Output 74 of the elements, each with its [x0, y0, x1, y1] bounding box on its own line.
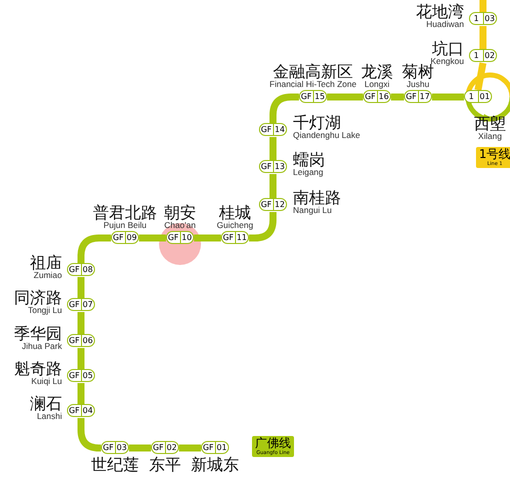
- station-code-badge: GF 01: [201, 441, 229, 454]
- station-code-badge: GF 10: [166, 231, 194, 244]
- station-name: 朝安: [164, 204, 196, 221]
- station-code-badge: GF 05: [67, 369, 95, 382]
- station-name: 花地湾: [416, 3, 464, 20]
- station-code-badge: GF 04: [67, 404, 95, 417]
- station-code-badge: 1 03: [469, 12, 497, 25]
- station-name: Longxi: [364, 80, 390, 89]
- metro-line: [129, 444, 151, 452]
- metro-line: [78, 277, 84, 298]
- station-name: 新城东: [191, 456, 239, 473]
- station-name: Zumiao: [34, 271, 62, 280]
- station-name: Tongji Lu: [28, 306, 62, 315]
- station-code-badge: 1 01: [464, 90, 492, 103]
- station-code-badge: GF 16: [363, 90, 391, 103]
- station-code-badge: GF 14: [259, 123, 287, 136]
- station-code-badge: GF 15: [299, 90, 327, 103]
- metro-line: [432, 94, 464, 100]
- station-code-badge: GF 09: [111, 231, 139, 244]
- station-name: Pujun Beilu: [103, 221, 146, 230]
- station-name: Leigang: [293, 168, 324, 177]
- station-name: 桂城: [219, 204, 251, 221]
- station-name: Huadiwan: [426, 20, 464, 29]
- station-name: Kengkou: [430, 57, 464, 66]
- station-name: Qiandenghu Lake: [293, 131, 360, 140]
- station-code-badge: GF 11: [221, 231, 249, 244]
- station-name: 祖庙: [30, 254, 62, 271]
- station-name: Guicheng: [216, 221, 254, 230]
- metro-line: [270, 174, 276, 198]
- station-name: 西塱: [474, 115, 506, 132]
- station-name: 蠕岗: [293, 151, 325, 168]
- station-name: 金融高新区: [273, 63, 353, 80]
- station-code-badge: GF 08: [67, 263, 95, 276]
- line-name: 1号线: [479, 148, 510, 161]
- metro-line: [480, 26, 486, 49]
- station-name: 魁奇路: [14, 360, 62, 377]
- station-code-badge: GF 12: [259, 198, 287, 211]
- station-name: Xilang: [478, 132, 502, 141]
- station-code-badge: GF 02: [151, 441, 179, 454]
- station-name: Lanshi: [36, 412, 62, 421]
- station-name: 东平: [149, 456, 181, 473]
- station-name: 世纪莲: [91, 456, 139, 473]
- station-name: 普君北路: [93, 204, 157, 221]
- metro-line: [391, 94, 404, 100]
- metro-line: [179, 444, 201, 452]
- station-name: Jihua Park: [22, 342, 62, 351]
- station-code-badge: GF 07: [67, 298, 95, 311]
- station-code-badge: 1 02: [469, 49, 497, 62]
- metro-line: [78, 348, 84, 369]
- metro-line: [480, 0, 486, 12]
- station-code-badge: GF 13: [259, 160, 287, 173]
- metro-line: [270, 137, 276, 160]
- station-name: 同济路: [14, 289, 62, 306]
- station-name: 菊树: [402, 63, 434, 80]
- station-code-badge: GF 03: [101, 441, 129, 454]
- station-name: Financial Hi-Tech Zone: [270, 80, 356, 89]
- metro-line: [78, 312, 84, 334]
- metro-line: [78, 418, 102, 452]
- station-name: 千灯湖: [293, 114, 341, 131]
- metro-line: [474, 62, 486, 91]
- station-code-badge: GF 06: [67, 334, 95, 347]
- station-code-badge: GF 17: [404, 90, 432, 103]
- station-name: Nangui Lu: [293, 206, 332, 215]
- metro-line: [78, 383, 84, 404]
- station-name: Kuiqi Lu: [31, 377, 62, 386]
- station-name: Jushu: [406, 80, 430, 89]
- line-name: 广佛线: [255, 437, 291, 450]
- station-name: 季华园: [14, 325, 62, 342]
- station-name: 坑口: [432, 40, 464, 57]
- station-name: 澜石: [30, 395, 62, 412]
- station-name: Chao'an: [164, 221, 196, 230]
- metro-line: [327, 94, 363, 100]
- station-name: 南桂路: [293, 189, 341, 206]
- station-name: 龙溪: [361, 63, 393, 80]
